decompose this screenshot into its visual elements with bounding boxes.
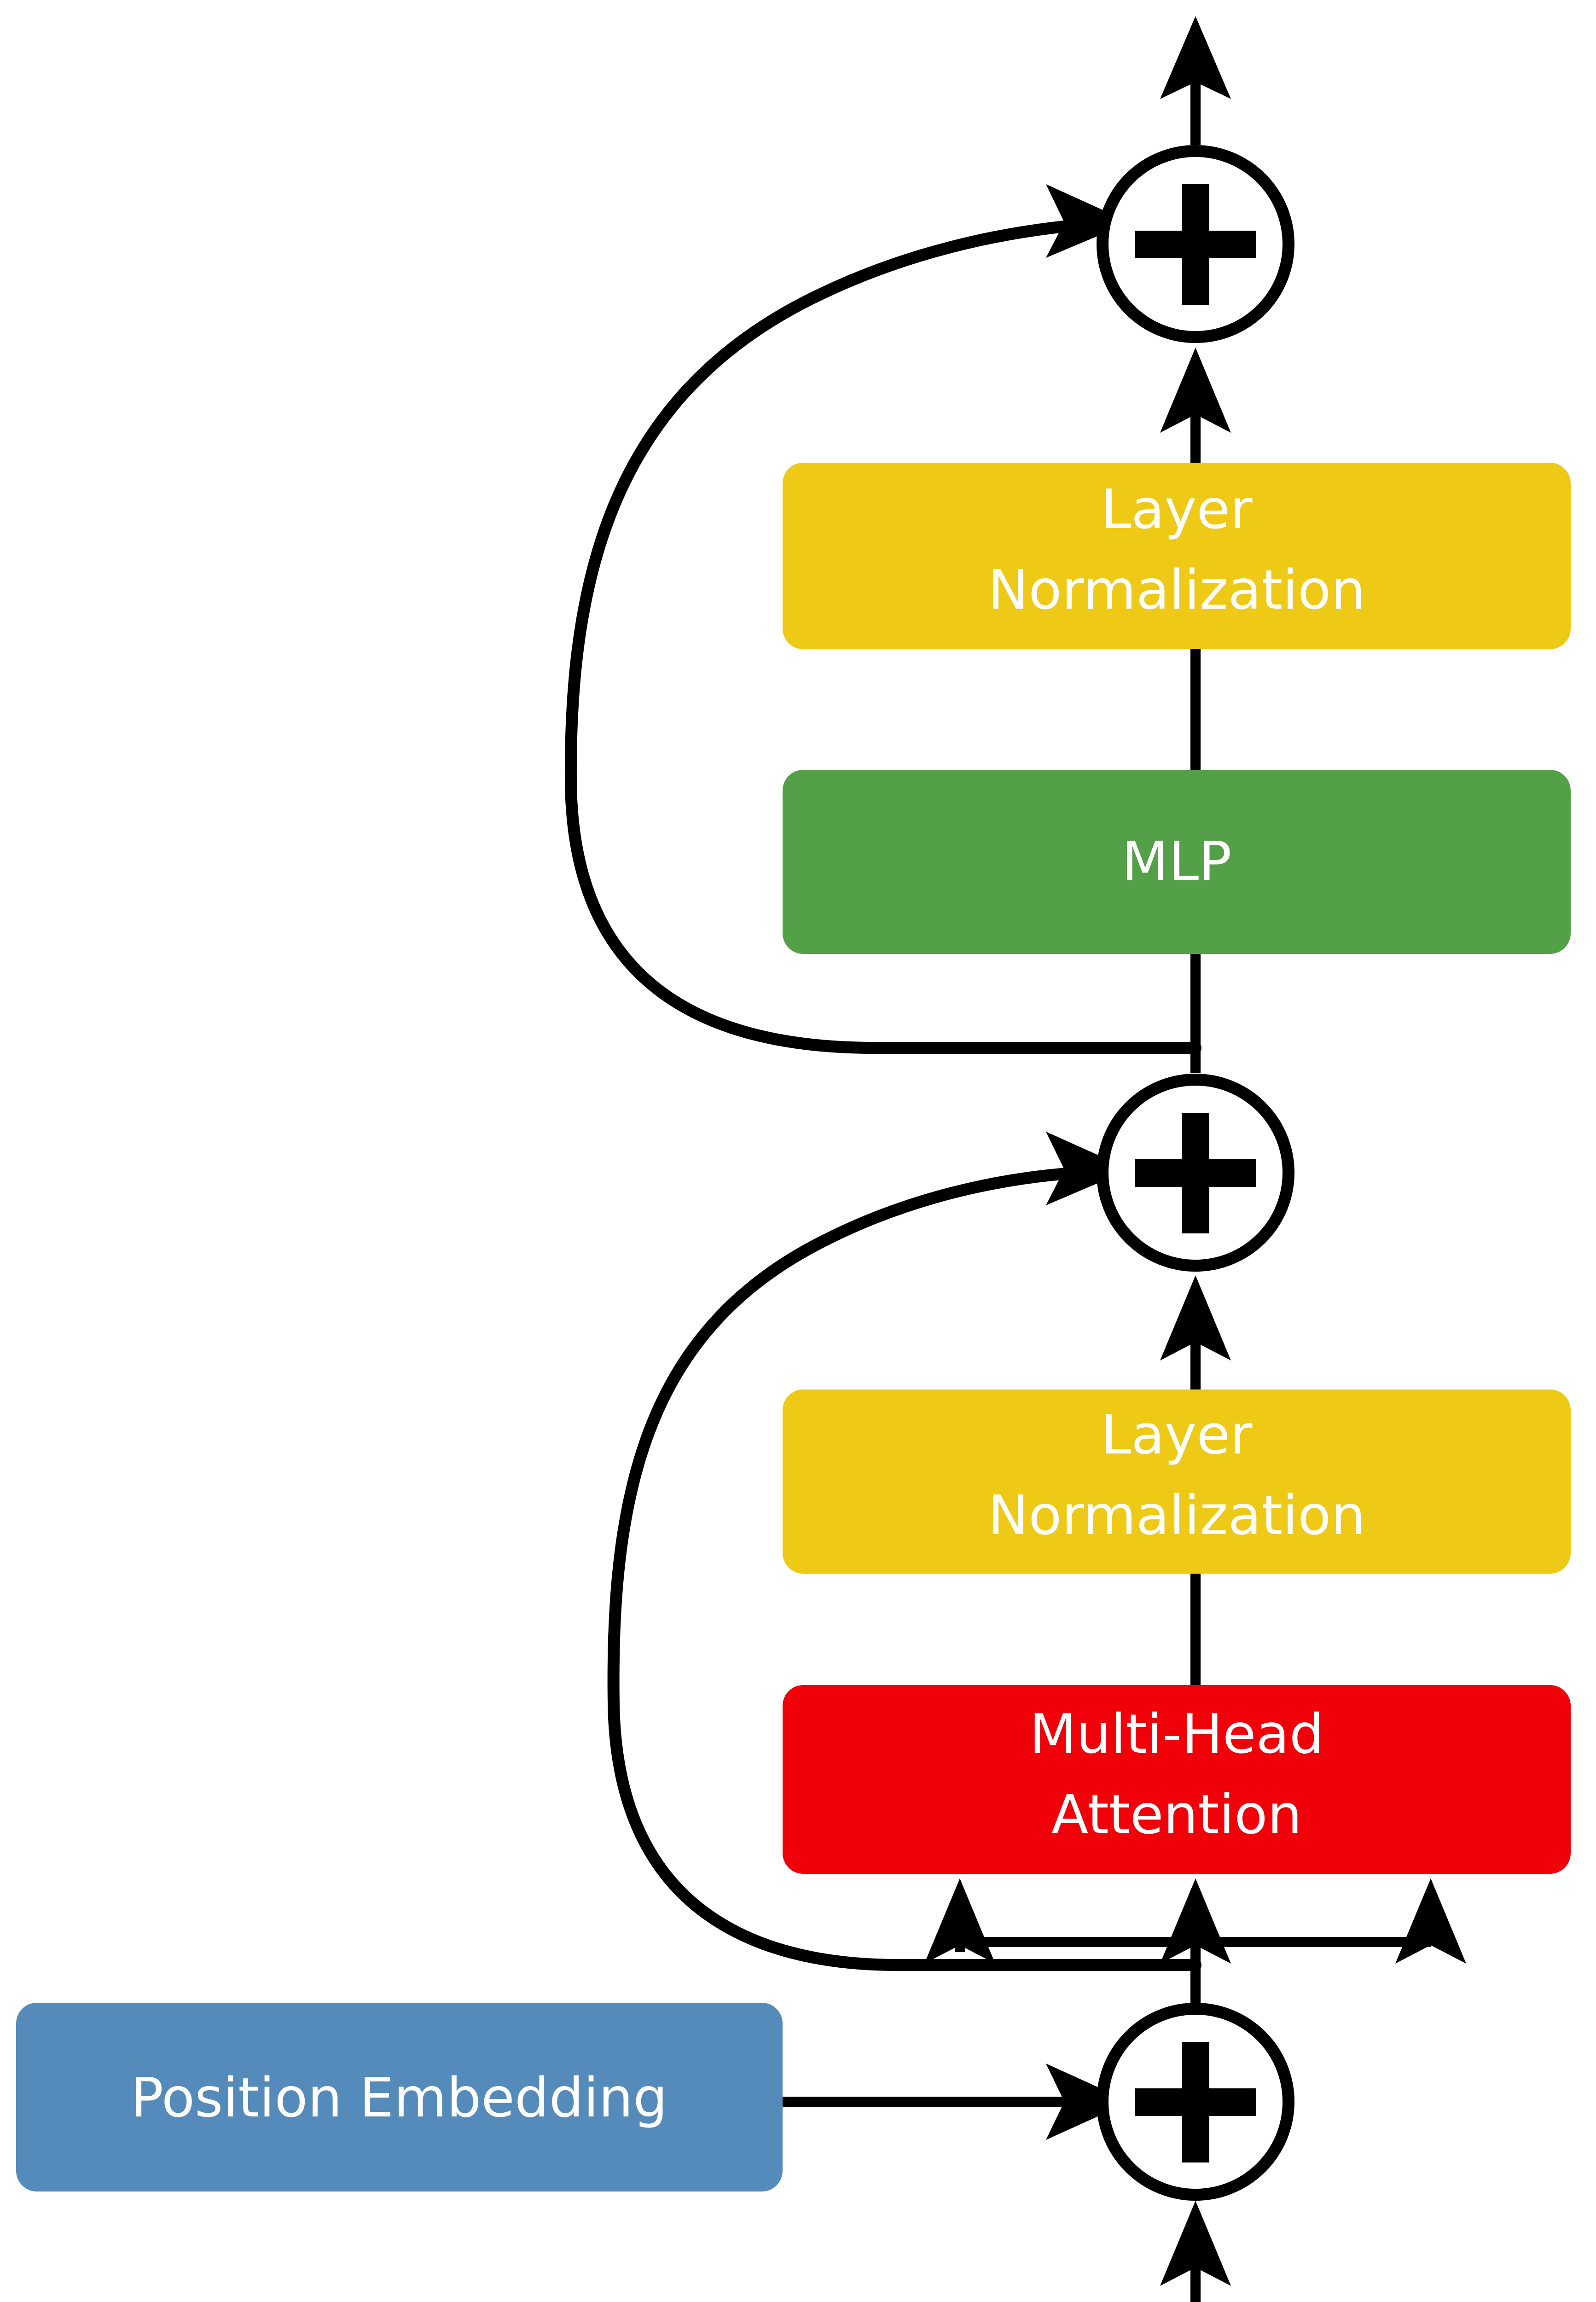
edge-posembed-to-add-bottom — [783, 2064, 1130, 2140]
position-embedding-rect[interactable] — [16, 2003, 783, 2192]
layer-norm-bottom-rect[interactable] — [783, 1389, 1571, 1574]
node-layer-normalization-bottom[interactable]: Layer Normalization — [783, 1389, 1571, 1574]
node-multi-head-attention[interactable]: Multi-Head Attention — [783, 1685, 1571, 1874]
multi-head-attention-label-line2: Attention — [1051, 1783, 1302, 1846]
node-position-embedding[interactable]: Position Embedding — [16, 2003, 783, 2192]
node-residual-add-attention[interactable] — [1097, 1074, 1294, 1272]
node-residual-add-mlp[interactable] — [1097, 145, 1294, 343]
layer-norm-bottom-label-line1: Layer — [1101, 1403, 1253, 1466]
node-embedding-add[interactable] — [1097, 2003, 1294, 2201]
position-embedding-label: Position Embedding — [131, 2066, 667, 2129]
connectors-layer — [564, 16, 1466, 2302]
edge-skip-attention-residual — [607, 1132, 1201, 1971]
add-top-plus-horizontal — [1135, 231, 1256, 258]
mlp-rect[interactable] — [783, 770, 1571, 954]
node-mlp[interactable]: MLP — [783, 770, 1571, 954]
edge-skip-mlp-residual — [564, 184, 1201, 1054]
layer-norm-top-label-line2: Normalization — [988, 558, 1365, 622]
node-layer-normalization-top[interactable]: Layer Normalization — [783, 463, 1571, 649]
edge-output-arrow — [1160, 16, 1231, 145]
edge-inputs-to-add-bottom — [1160, 2201, 1231, 2302]
layer-norm-bottom-label-line2: Normalization — [988, 1483, 1365, 1547]
mlp-label: MLP — [1122, 830, 1232, 893]
layer-norm-top-rect[interactable] — [783, 463, 1571, 649]
edge-fan-to-mha — [924, 1878, 1466, 2005]
layer-norm-top-label-line1: Layer — [1101, 477, 1253, 541]
multi-head-attention-rect[interactable] — [783, 1685, 1571, 1874]
multi-head-attention-label-line1: Multi-Head — [1029, 1702, 1324, 1766]
add-middle-plus-horizontal — [1135, 1159, 1256, 1187]
add-bottom-plus-horizontal — [1135, 2088, 1256, 2116]
